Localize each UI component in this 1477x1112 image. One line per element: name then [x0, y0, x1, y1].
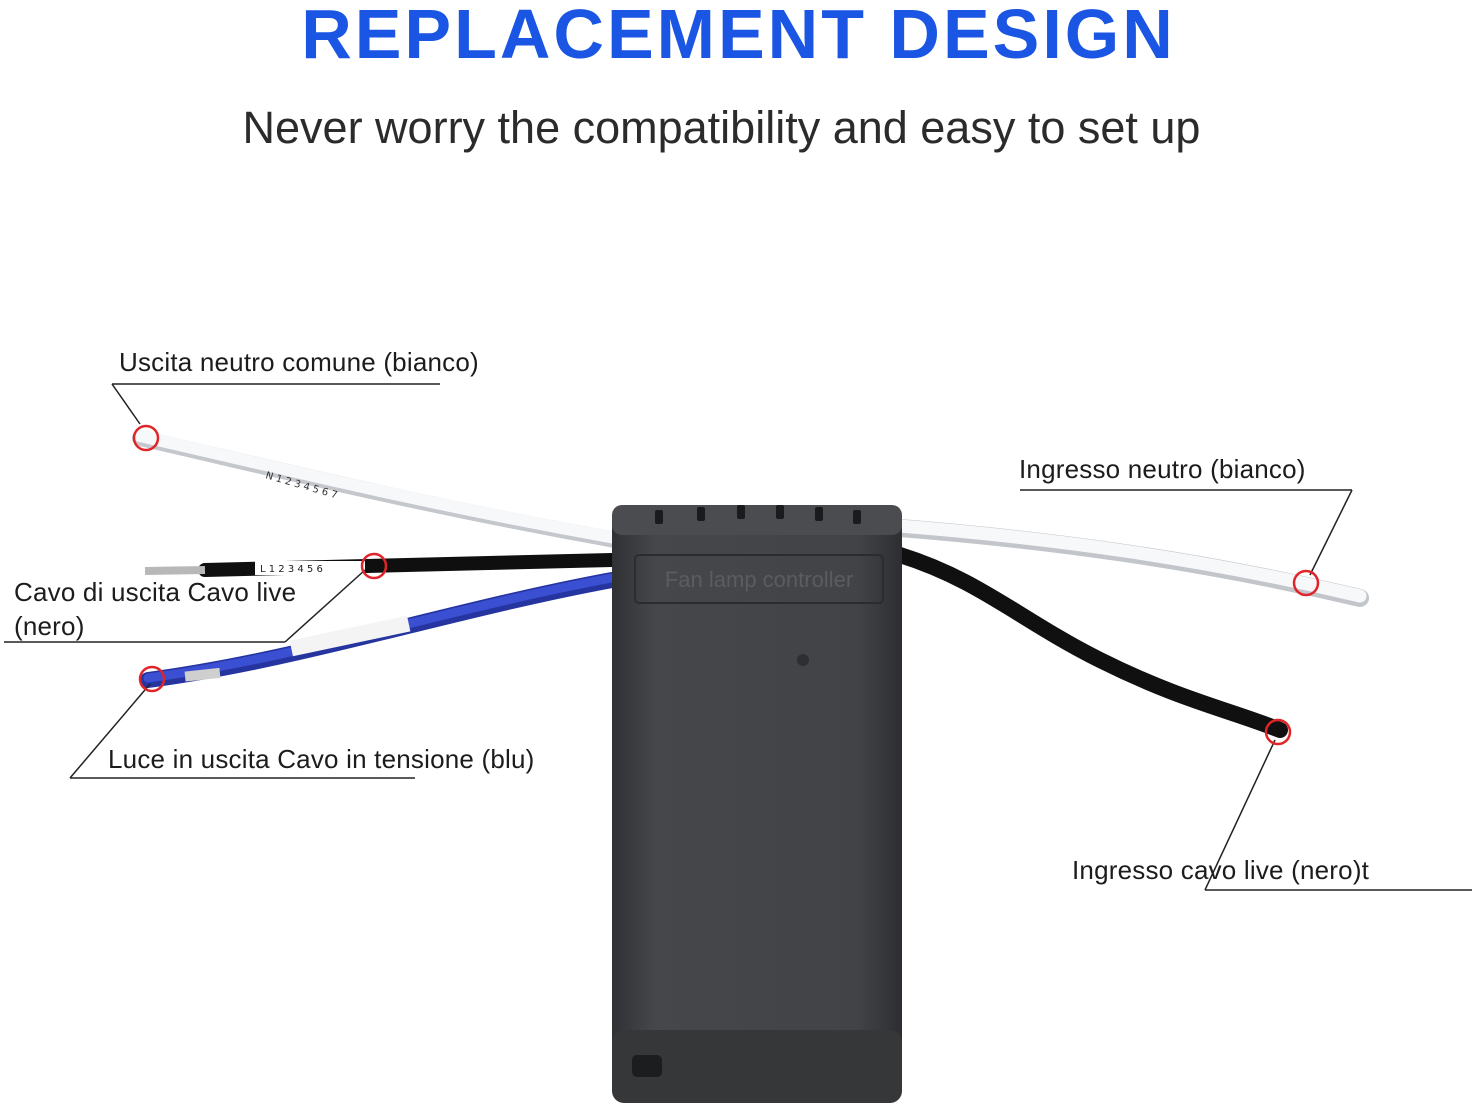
callout-neutral-input: Ingresso neutro (bianco) — [1019, 454, 1306, 484]
page-title: REPLACEMENT DESIGN — [301, 0, 1176, 73]
callout-light-output: Luce in uscita Cavo in tensione (blu) — [108, 744, 535, 774]
leader-lines — [4, 383, 1472, 891]
page-subtitle: Never worry the compatibility and easy t… — [242, 102, 1201, 153]
wire-black-left: L 1 2 3 4 5 6 — [144, 553, 619, 577]
device-label: Fan lamp controller — [665, 567, 853, 592]
callout-neutral-output: Uscita neutro comune (bianco) — [119, 347, 479, 377]
callout-live-output: Cavo di uscita Cavo live (nero) — [14, 577, 297, 641]
connection-markers — [132, 424, 1320, 746]
marker-light-output — [138, 665, 166, 693]
marker-live-input — [1264, 718, 1292, 746]
svg-text:L 1 2 3 4 5 6: L 1 2 3 4 5 6 — [260, 564, 323, 575]
callout-live-input: Ingresso cavo live (nero)t — [1072, 855, 1370, 885]
controller-housing: Fan lamp controller — [612, 505, 902, 1103]
wire-black-right — [892, 547, 1288, 738]
marker-neutral-output — [132, 424, 160, 452]
marker-neutral-input — [1292, 569, 1320, 597]
marker-live-output — [360, 552, 388, 580]
wire-white-left: N 1 2 3 4 5 6 7 — [132, 430, 623, 548]
wire-blue-left — [140, 572, 620, 688]
